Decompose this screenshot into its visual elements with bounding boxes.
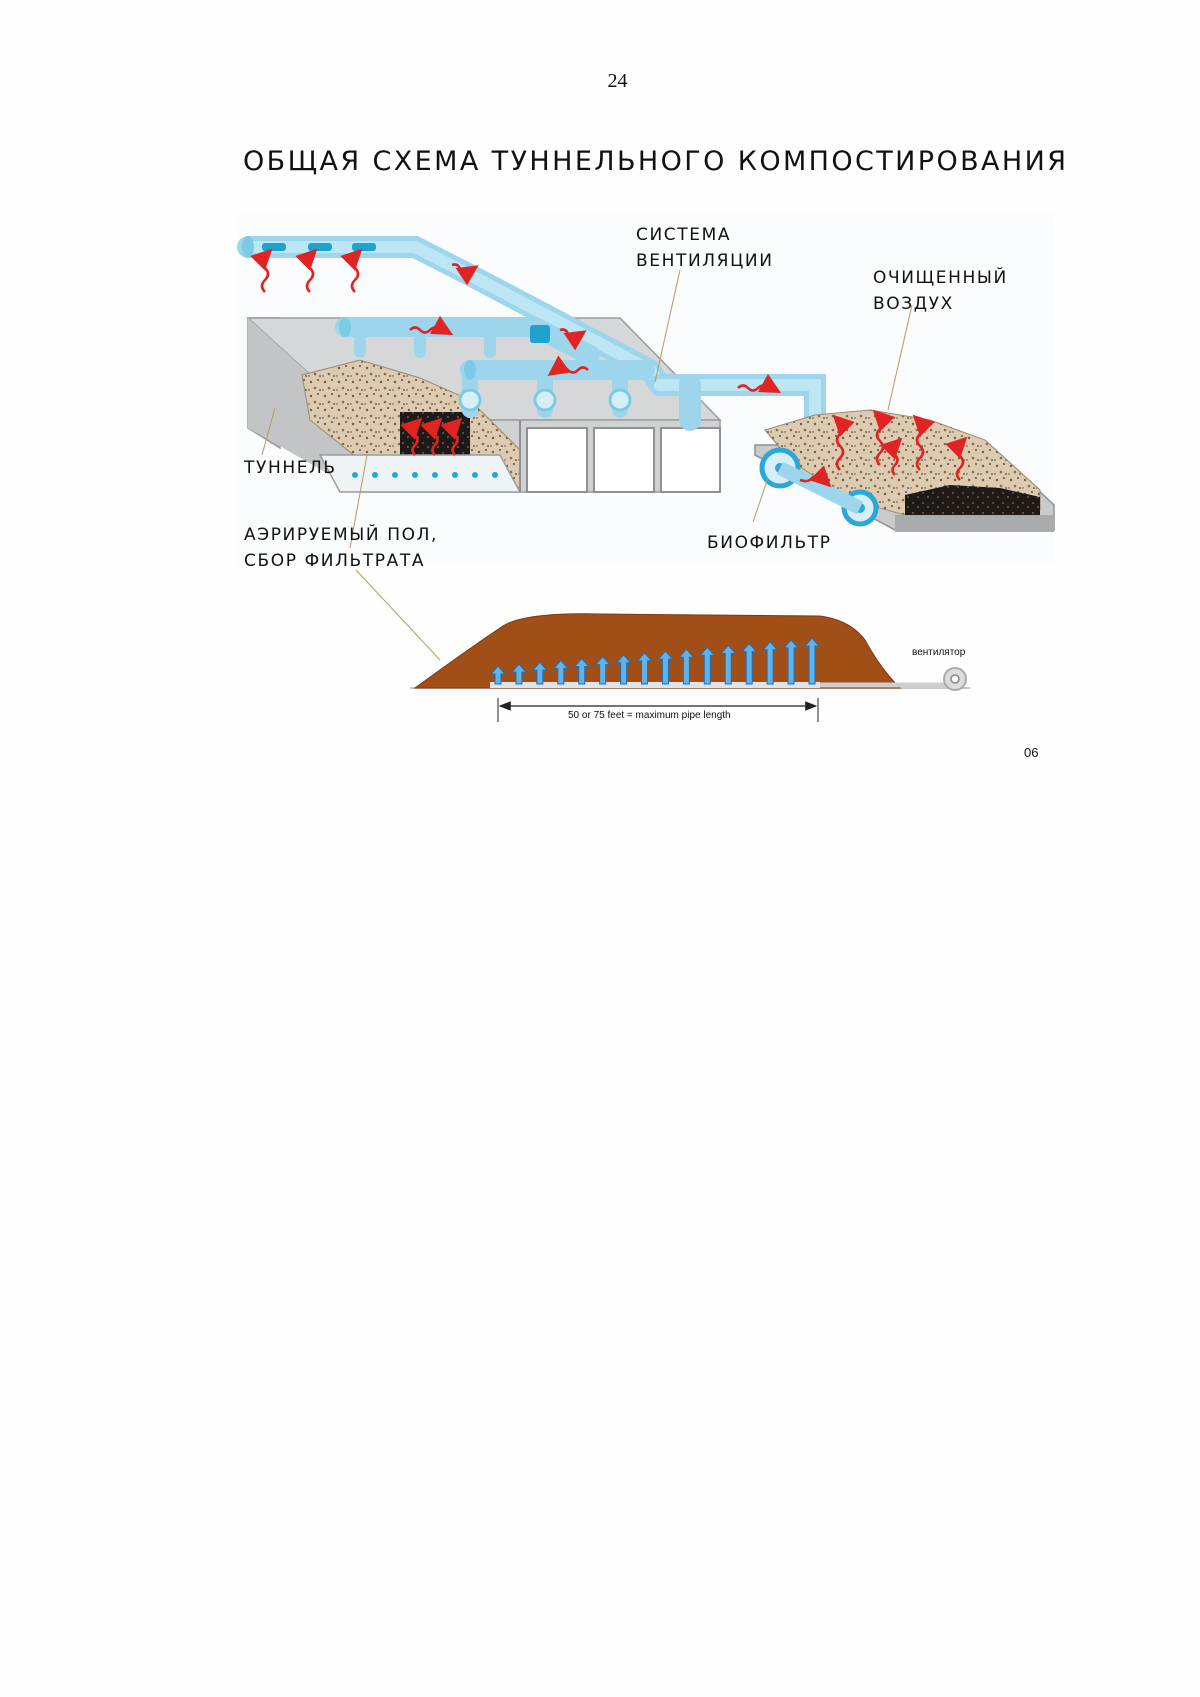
clean-air-label: ОЧИЩЕННЫЙ ВОЗДУХ <box>873 265 1008 317</box>
page-number: 24 <box>607 70 628 92</box>
fan-label: вентилятор <box>912 647 966 658</box>
air-arrow <box>678 648 695 685</box>
pipe-ends <box>242 236 632 412</box>
air-arrow <box>510 663 528 685</box>
ventilation-label-line-1: СИСТЕМА <box>636 225 732 245</box>
air-arrow <box>531 661 548 685</box>
air-arrow <box>615 654 632 685</box>
heat-arrows <box>250 248 782 456</box>
aerated-floor-label: АЭРИРУЕМЫЙ ПОЛ, СБОР ФИЛЬТРАТА <box>244 522 438 574</box>
air-arrow <box>762 640 779 685</box>
clean-air-label-line-2: ВОЗДУХ <box>873 294 954 314</box>
air-arrow <box>573 657 590 685</box>
tunnel-composting-diagram <box>237 213 1055 722</box>
air-arrow <box>636 652 653 685</box>
air-arrow <box>594 655 611 685</box>
clean-air-label-line-1: ОЧИЩЕННЫЙ <box>873 268 1008 288</box>
air-arrow <box>741 642 758 685</box>
pipe-length-label: 50 or 75 feet = maximum pipe length <box>568 710 731 721</box>
air-arrow <box>782 639 800 685</box>
aerated-floor-holes <box>352 472 498 478</box>
clean-air-arrows <box>799 409 968 488</box>
air-arrow <box>552 659 569 685</box>
air-arrow <box>489 665 507 685</box>
air-arrow <box>699 646 716 685</box>
footer-code: 06 <box>1024 745 1039 760</box>
biofilter-label: БИОФИЛЬТР <box>707 533 832 553</box>
aerated-pile <box>410 613 970 691</box>
aerated-floor-label-line-2: СБОР ФИЛЬТРАТА <box>244 551 426 571</box>
air-arrow <box>720 644 737 685</box>
aerated-floor-label-line-1: АЭРИРУЕМЫЙ ПОЛ, <box>244 525 438 545</box>
leader-lines <box>261 269 913 661</box>
page-title: ОБЩАЯ СХЕМА ТУННЕЛЬНОГО КОМПОСТИРОВАНИЯ <box>243 146 1069 177</box>
air-arrows <box>489 637 821 685</box>
pipe-length-dimension <box>497 698 819 722</box>
air-arrow <box>657 650 674 685</box>
ventilation-label: СИСТЕМА ВЕНТИЛЯЦИИ <box>636 222 774 274</box>
tunnel-label: ТУННЕЛЬ <box>244 458 337 478</box>
air-arrow <box>803 637 821 685</box>
ventilation-label-line-2: ВЕНТИЛЯЦИИ <box>636 251 774 271</box>
